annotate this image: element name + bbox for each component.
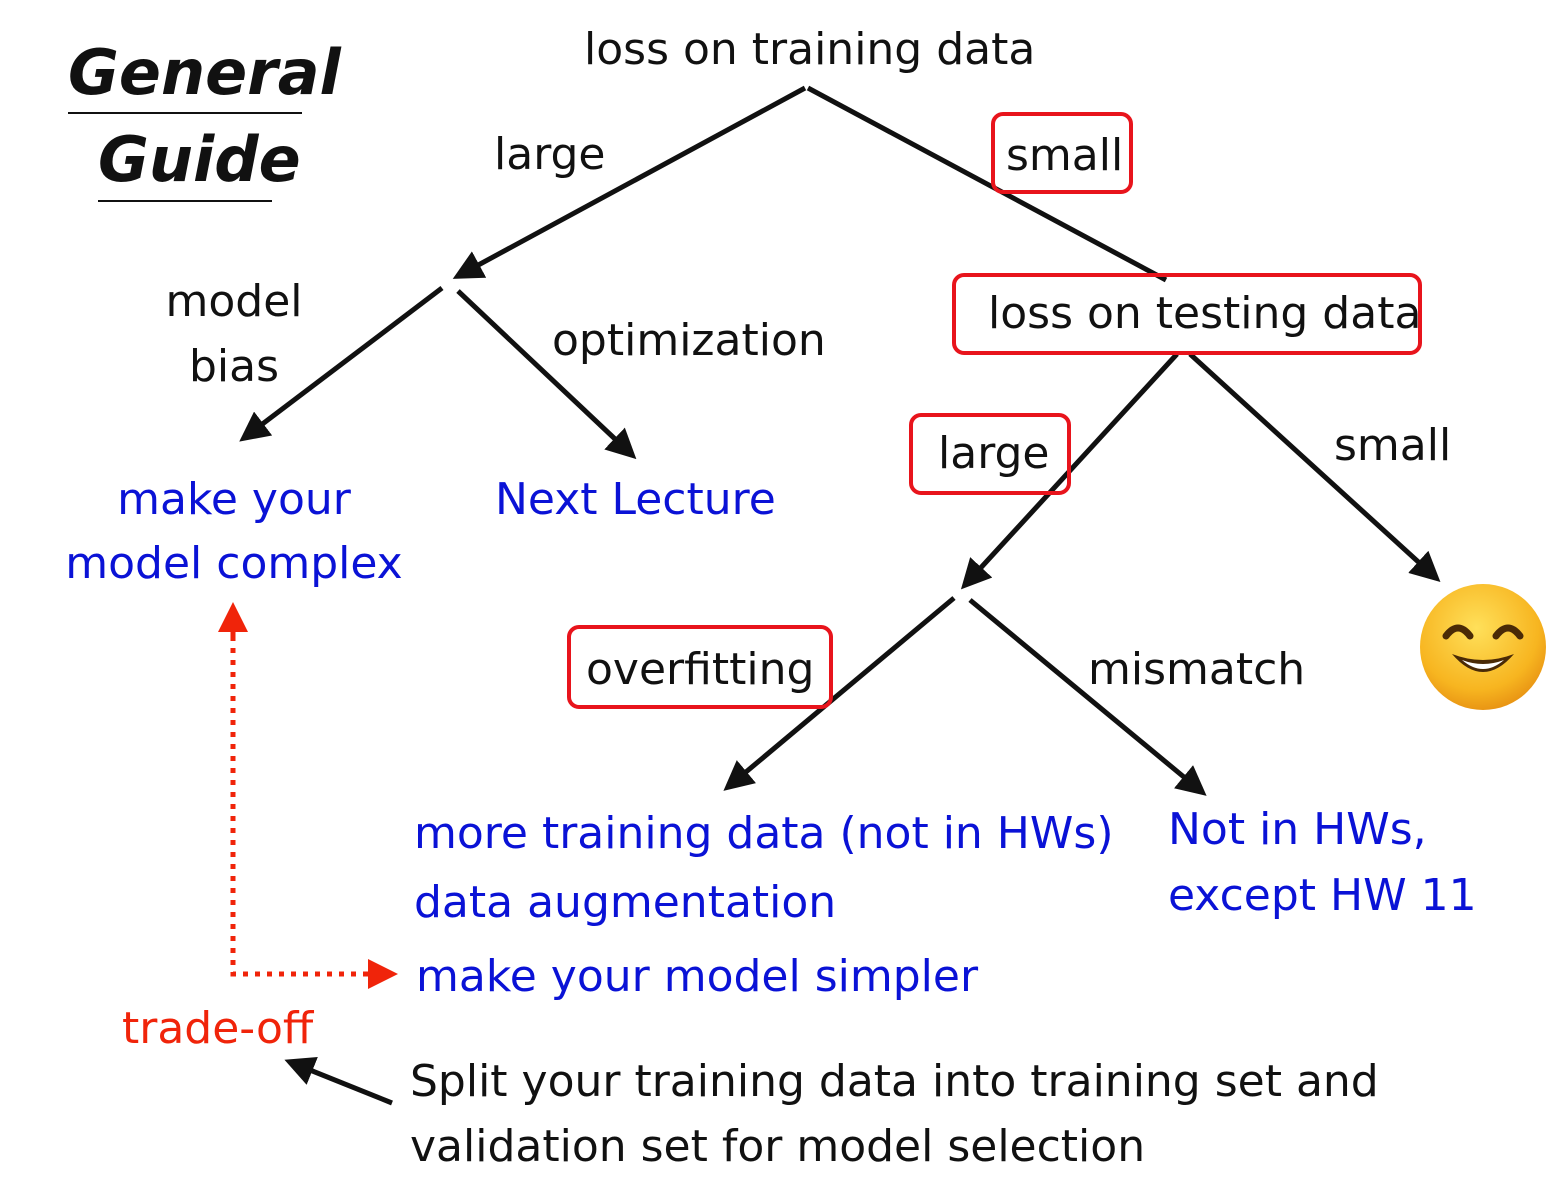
mismatch-fix-line1: Not in HWs, <box>1168 804 1427 855</box>
smiling-face-icon <box>1420 584 1546 710</box>
overfitting-label: overfitting <box>586 644 815 695</box>
arrow-to-overfitting <box>723 596 956 791</box>
test-loss-label: loss on testing data <box>988 288 1422 339</box>
model-bias-label-line2: bias <box>188 341 280 392</box>
split-note-line1: Split your training data into training s… <box>410 1056 1379 1107</box>
highlight-box-train-small <box>991 112 1133 194</box>
tradeoff-label: trade-off <box>122 1003 314 1054</box>
test-large-label: large <box>938 428 1050 479</box>
title-guide: Guide <box>98 123 301 196</box>
overfit-fix-augmentation: data augmentation <box>414 877 837 928</box>
arrow-test-to-large <box>960 352 1179 590</box>
arrow-root-to-large <box>452 85 807 279</box>
optimization-label: optimization <box>552 315 826 366</box>
arrow-root-to-small <box>806 85 1168 283</box>
next-lecture-label: Next Lecture <box>495 474 776 525</box>
overfit-fix-more-data: more training data (not in HWs) <box>414 808 1114 859</box>
mismatch-label: mismatch <box>1088 644 1306 695</box>
overfit-fix-simpler-model: make your model simpler <box>416 951 979 1002</box>
arrow-split-to-tradeoff <box>284 1057 393 1106</box>
title-underline-2 <box>98 200 272 202</box>
split-note-line2: validation set for model selection <box>410 1121 1146 1172</box>
arrow-to-optimization <box>456 289 637 460</box>
title-general: General <box>68 36 341 109</box>
arrow-to-mismatch <box>968 598 1207 796</box>
train-small-label: small <box>1006 130 1124 181</box>
make-complex-line1: make your <box>117 474 351 525</box>
mismatch-fix-line2: except HW 11 <box>1168 870 1477 921</box>
highlight-box-overfitting <box>567 625 833 709</box>
highlight-box-test-loss <box>952 273 1422 355</box>
tradeoff-dotted-link <box>230 612 398 989</box>
arrow-to-model-bias <box>239 286 444 442</box>
arrow-test-to-small <box>1188 352 1441 583</box>
make-complex-line2: model complex <box>65 538 403 589</box>
test-small-label: small <box>1334 420 1452 471</box>
highlight-box-test-large <box>909 413 1071 495</box>
model-bias-label-line1: model <box>165 276 303 327</box>
root-node-label: loss on training data <box>584 24 1036 75</box>
title-underline-1 <box>68 112 302 114</box>
train-large-label: large <box>494 129 606 180</box>
